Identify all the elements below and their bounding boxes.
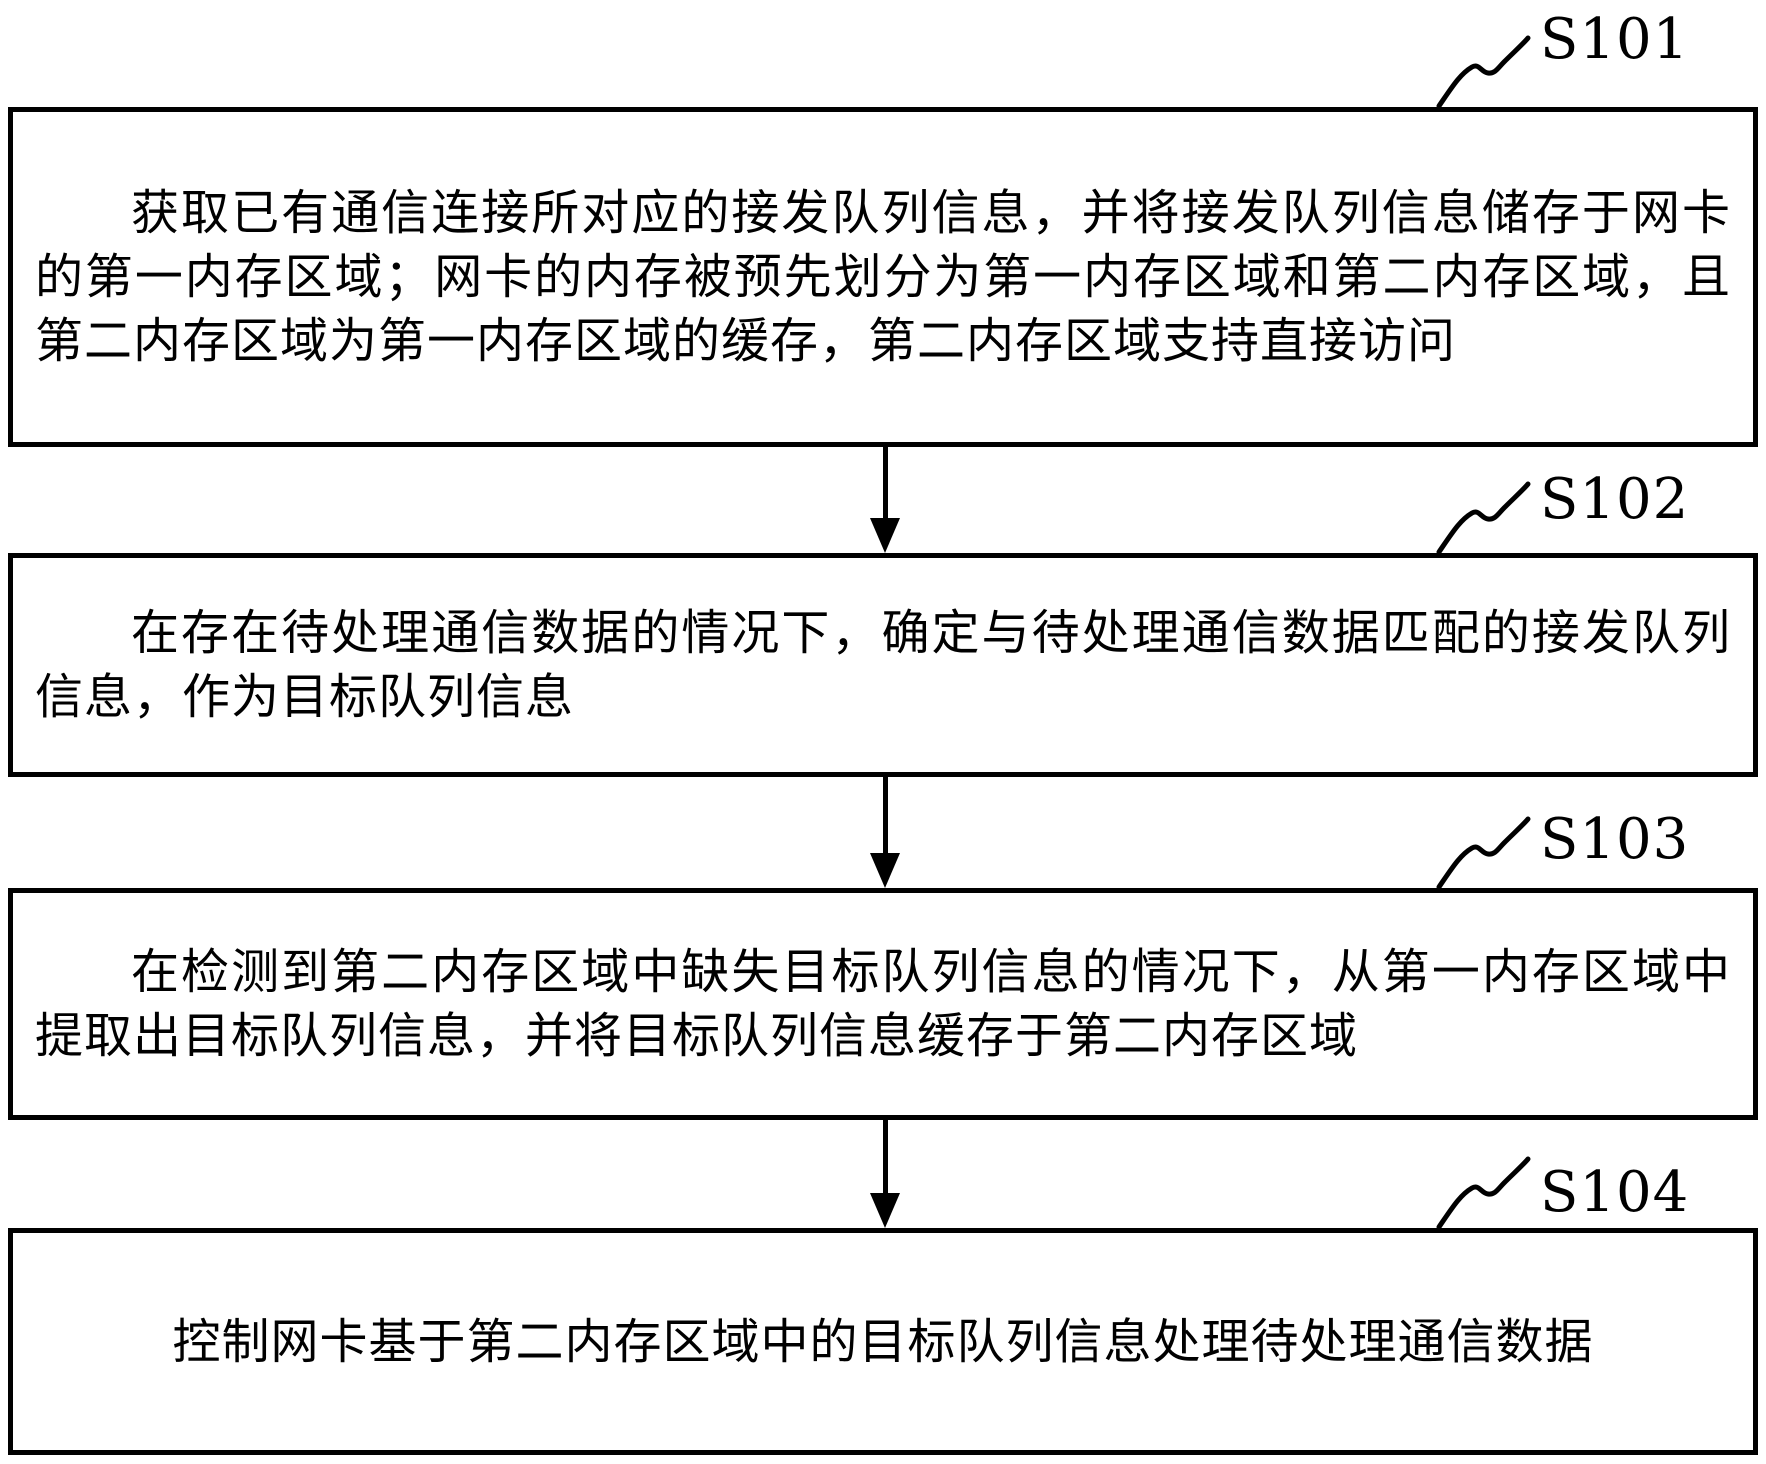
step-text-line: 控制网卡基于第二内存区域中的目标队列信息处理待处理通信数据 xyxy=(172,1313,1594,1370)
step-callout-s101: S101 xyxy=(1436,7,1690,109)
step-text-line: 信息，作为目标队列信息 xyxy=(35,669,575,725)
connector-squiggle-icon xyxy=(1436,816,1531,890)
arrow-head-icon xyxy=(870,853,900,888)
arrow-stem xyxy=(882,777,888,853)
flow-arrow-3 xyxy=(869,1120,901,1228)
step-box-s104: 控制网卡基于第二内存区域中的目标队列信息处理待处理通信数据 xyxy=(8,1228,1758,1455)
arrow-stem xyxy=(882,1120,888,1193)
connector-squiggle-icon xyxy=(1436,35,1531,109)
step-text-line: 提取出目标队列信息，并将目标队列信息缓存于第二内存区域 xyxy=(35,1008,1359,1064)
step-callout-s103: S103 xyxy=(1436,807,1690,890)
step-box-s102: 在存在待处理通信数据的情况下，确定与待处理通信数据匹配的接发队列 信息，作为目标… xyxy=(8,553,1758,777)
step-text-line: 第二内存区域为第一内存区域的缓存，第二内存区域支持直接访问 xyxy=(35,313,1457,369)
step-text-line: 在检测到第二内存区域中缺失目标队列信息的情况下，从第一内存区域中 xyxy=(131,944,1731,1000)
step-text-line: 在存在待处理通信数据的情况下，确定与待处理通信数据匹配的接发队列 xyxy=(131,605,1731,661)
step-box-s101: 获取已有通信连接所对应的接发队列信息，并将接发队列信息储存于网卡 的第一内存区域… xyxy=(8,107,1758,447)
step-text-line: 的第一内存区域；网卡的内存被预先划分为第一内存区域和第二内存区域，且 xyxy=(35,249,1731,305)
step-label: S101 xyxy=(1540,7,1690,72)
arrow-stem xyxy=(882,447,888,518)
flow-arrow-1 xyxy=(869,447,901,553)
step-box-s103: 在检测到第二内存区域中缺失目标队列信息的情况下，从第一内存区域中 提取出目标队列… xyxy=(8,888,1758,1120)
step-label: S102 xyxy=(1540,467,1690,532)
connector-squiggle-icon xyxy=(1436,481,1531,555)
step-label: S104 xyxy=(1540,1160,1690,1225)
arrow-head-icon xyxy=(870,1193,900,1228)
step-callout-s102: S102 xyxy=(1436,467,1690,555)
arrow-head-icon xyxy=(870,518,900,553)
step-callout-s104: S104 xyxy=(1436,1156,1690,1230)
step-label: S103 xyxy=(1540,807,1690,872)
flow-arrow-2 xyxy=(869,777,901,888)
connector-squiggle-icon xyxy=(1436,1156,1531,1230)
step-text-line: 获取已有通信连接所对应的接发队列信息，并将接发队列信息储存于网卡 xyxy=(131,185,1731,241)
